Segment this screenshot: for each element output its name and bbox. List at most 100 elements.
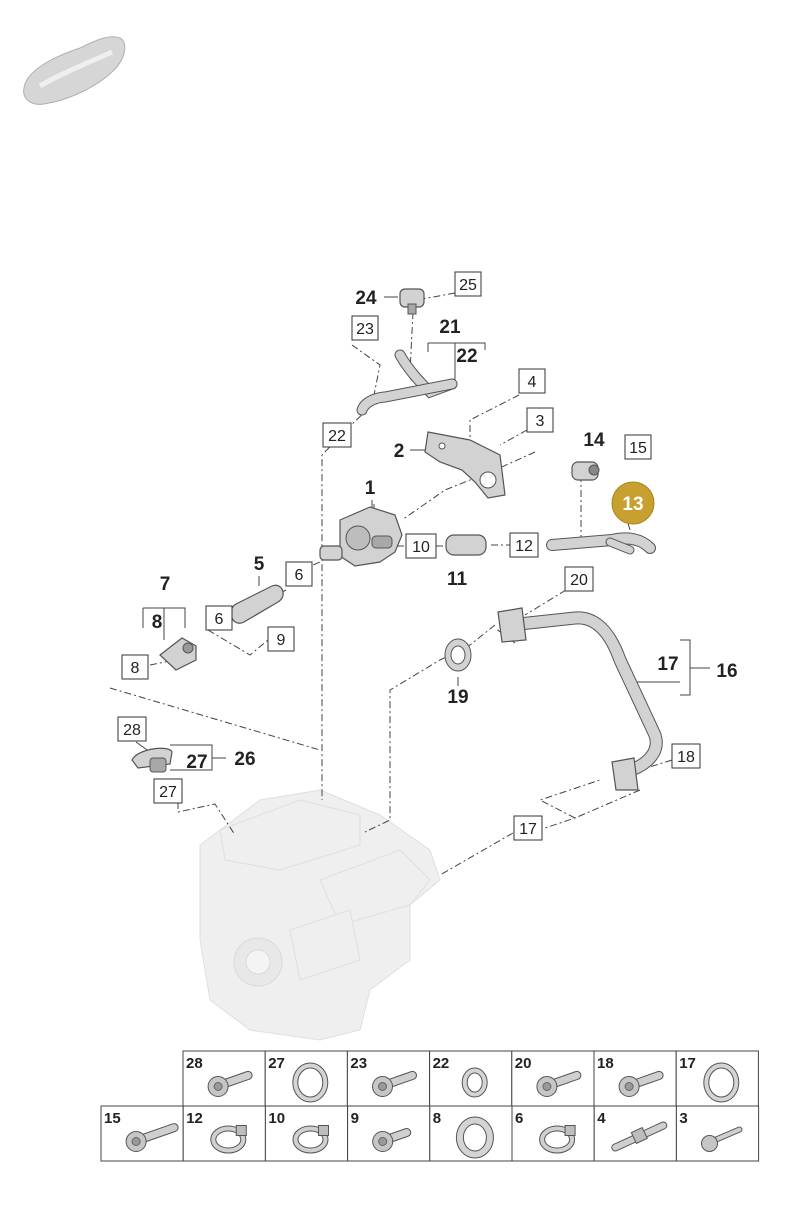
fastener-number: 15: [104, 1110, 121, 1127]
fastener-bolt-icon: [618, 1070, 664, 1097]
fastener-bolt-long-icon: [125, 1123, 179, 1152]
fastener-cell-18[interactable]: 18: [593, 1050, 677, 1107]
fastener-cell-3[interactable]: 3: [675, 1105, 760, 1162]
fastener-cell-9[interactable]: 9: [347, 1105, 431, 1162]
part-14-connector[interactable]: [571, 461, 600, 481]
part-8-thermostat[interactable]: [159, 637, 197, 671]
fastener-number: 12: [186, 1110, 203, 1127]
svg-text:15: 15: [629, 440, 647, 457]
engine-ghost-image: [199, 789, 441, 1041]
part-5-hose[interactable]: [230, 584, 284, 624]
part-16-coolant-pipe[interactable]: [497, 607, 663, 791]
part-1-coolant-pump[interactable]: [319, 506, 403, 567]
callout-7: 7: [160, 574, 171, 595]
svg-text:23: 23: [356, 321, 374, 338]
fastener-clamp-icon: [292, 1125, 329, 1154]
fastener-cell-10[interactable]: 10: [264, 1105, 349, 1162]
fastener-cell-20[interactable]: 20: [511, 1050, 595, 1107]
fastener-number: 18: [597, 1055, 614, 1072]
ref-box-17: 17: [513, 815, 543, 841]
fastener-number: 3: [679, 1110, 687, 1127]
svg-text:12: 12: [515, 538, 533, 555]
callout-21: 21: [439, 317, 461, 338]
part-24-connector[interactable]: [399, 288, 425, 315]
car-thumbnail-icon: [23, 36, 126, 105]
ref-box-22: 22: [322, 422, 352, 448]
ref-box-28: 28: [117, 716, 147, 742]
fastener-stud-icon: [611, 1121, 668, 1152]
ref-box-15: 15: [624, 434, 652, 460]
part-19-seal[interactable]: [444, 638, 472, 672]
ref-box-9: 9: [267, 626, 295, 652]
fastener-cell-12[interactable]: 12: [182, 1105, 266, 1162]
ref-box-6b: 6: [205, 605, 233, 631]
callout-22: 22: [456, 346, 477, 367]
fastener-clamp-icon: [539, 1125, 576, 1154]
callout-24: 24: [355, 288, 377, 309]
callout-19: 19: [447, 687, 468, 708]
callout-26: 26: [234, 749, 255, 770]
fastener-number: 17: [679, 1055, 696, 1072]
callout-8: 8: [152, 612, 163, 633]
boxed-references: 25 23 4 3 22 15 10 12 6 20 6 9 8 28 18 2…: [117, 271, 701, 841]
callout-27: 27: [186, 752, 207, 773]
ref-box-6a: 6: [285, 561, 313, 587]
part-21-coolant-pipe[interactable]: [356, 349, 458, 416]
callout-5: 5: [254, 554, 265, 575]
ref-box-10: 10: [405, 533, 437, 559]
fastener-cell-27[interactable]: 27: [264, 1050, 348, 1107]
svg-text:20: 20: [570, 572, 588, 589]
fastener-number: 8: [433, 1110, 441, 1127]
part-11-hose[interactable]: [445, 534, 487, 556]
part-2-bracket[interactable]: [424, 431, 506, 499]
fastener-cell-28[interactable]: 28: [182, 1050, 266, 1107]
fastener-number: 27: [268, 1055, 285, 1072]
svg-text:8: 8: [131, 660, 140, 677]
fastener-number: 10: [268, 1110, 285, 1127]
callout-17: 17: [657, 654, 678, 675]
callout-2: 2: [394, 441, 405, 462]
fastener-bolt-icon: [372, 1070, 417, 1097]
fastener-number: 22: [433, 1055, 450, 1072]
svg-text:13: 13: [622, 494, 643, 515]
fastener-number: 6: [515, 1110, 523, 1127]
callout-14: 14: [583, 430, 605, 451]
svg-text:22: 22: [328, 428, 346, 445]
svg-text:18: 18: [677, 749, 695, 766]
fastener-cell-15[interactable]: 15: [100, 1105, 184, 1162]
fastener-ring-s-icon: [461, 1067, 488, 1098]
fastener-cell-23[interactable]: 23: [346, 1050, 431, 1107]
fastener-clamp-icon: [210, 1125, 247, 1154]
fastener-cell-4[interactable]: 4: [593, 1105, 677, 1162]
svg-text:6: 6: [295, 567, 304, 584]
part-13-coolant-line[interactable]: [546, 532, 656, 555]
fastener-ring-thick-icon: [455, 1116, 494, 1159]
part-26-plug[interactable]: [131, 747, 173, 773]
ref-box-3: 3: [526, 407, 554, 433]
ref-box-12: 12: [509, 532, 539, 558]
fastener-cell-17[interactable]: 17: [675, 1050, 759, 1107]
fastener-cell-22[interactable]: 22: [429, 1050, 513, 1107]
ref-box-23: 23: [351, 315, 379, 341]
svg-text:10: 10: [412, 539, 430, 556]
callout-labels: 24 21 22 2 1 14 11 5 7 8 17 16 19 27 26: [152, 288, 738, 773]
svg-text:27: 27: [159, 784, 177, 801]
svg-text:25: 25: [459, 277, 477, 294]
fastener-ring-icon: [292, 1062, 329, 1103]
fastener-number: 9: [351, 1110, 359, 1127]
callout-16: 16: [716, 661, 737, 682]
fastener-bolt-icon: [536, 1070, 582, 1097]
callout-1: 1: [365, 478, 376, 499]
fastener-cell-6[interactable]: 6: [511, 1105, 595, 1162]
svg-text:3: 3: [536, 413, 545, 430]
table-row: 15 12 10 9 8 6 4 3: [100, 1105, 760, 1162]
highlight-badge-13[interactable]: 13: [611, 481, 655, 525]
fastener-cell-8[interactable]: 8: [429, 1105, 513, 1162]
ref-box-20: 20: [564, 566, 594, 592]
ref-box-25: 25: [454, 271, 482, 297]
fastener-number: 4: [597, 1110, 606, 1127]
fastener-bolt-icon: [207, 1070, 253, 1097]
fastener-number: 20: [515, 1055, 532, 1072]
